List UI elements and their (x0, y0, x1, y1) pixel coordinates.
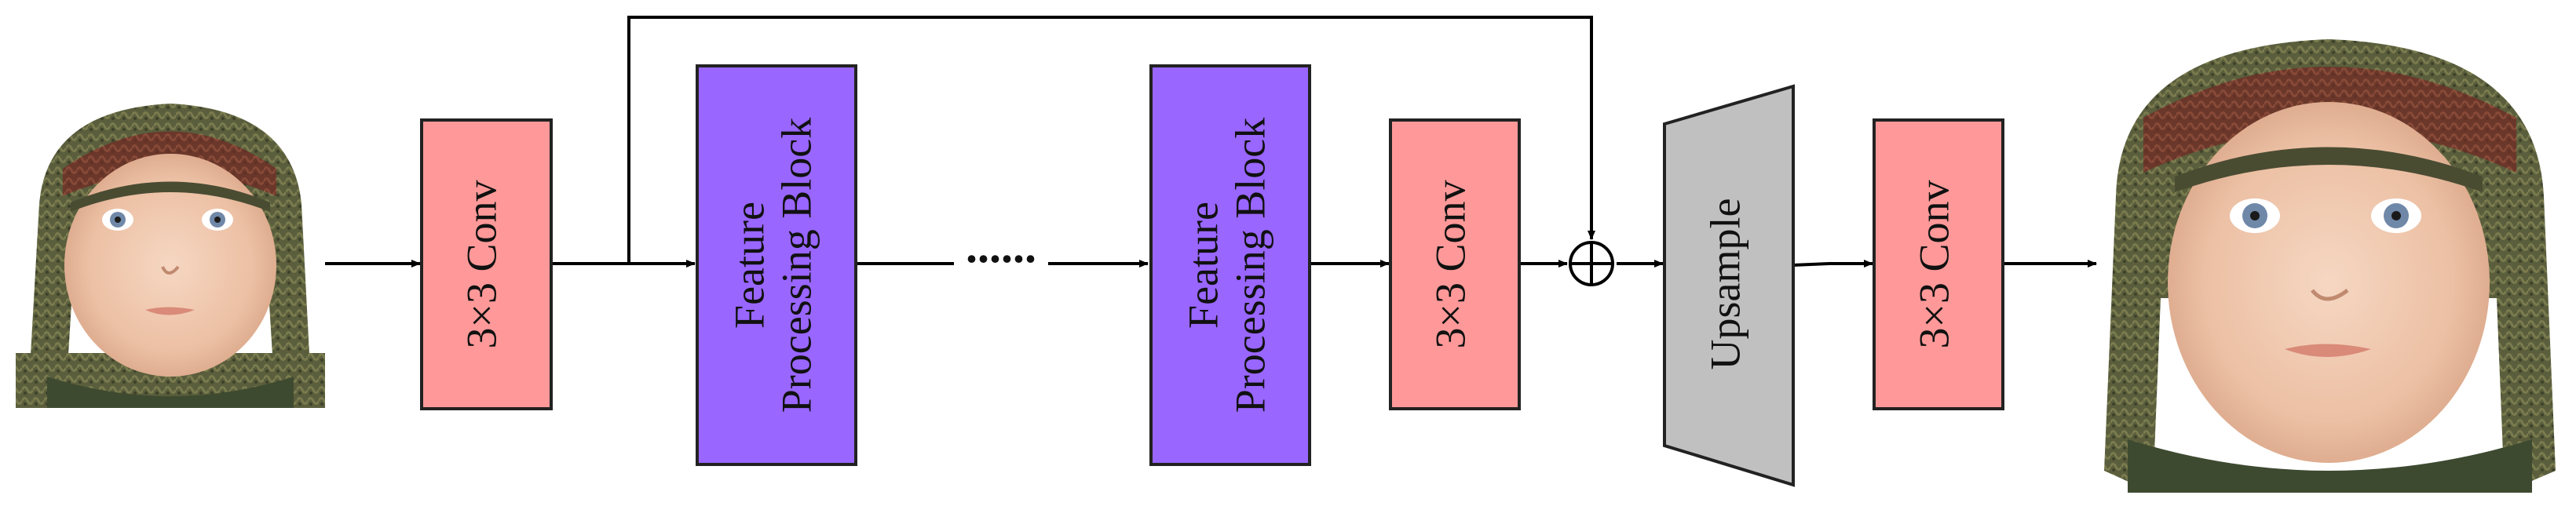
conv-block-first: 3×3 Conv (420, 118, 553, 410)
upsample-block: Upsample (1663, 84, 1795, 487)
arrow-upsample-to-conv (1792, 260, 1873, 268)
upsample-label: Upsample (1701, 198, 1748, 370)
skip-connection (627, 16, 1595, 264)
sum-node (1569, 241, 1614, 286)
feature-processing-block-last: Feature Processing Block (1149, 64, 1311, 466)
fpb-first-label-line1: Feature (725, 202, 773, 329)
conv-block-mid-label: 3×3 Conv (1427, 180, 1474, 349)
conv-block-last-label: 3×3 Conv (1910, 180, 1957, 349)
connectors (325, 16, 2097, 268)
fpb-first-label-line2: Processing Block (773, 118, 820, 413)
ellipsis-label: ...... (966, 220, 1036, 272)
conv-block-mid: 3×3 Conv (1389, 118, 1521, 410)
fpb-last-label-line1: Feature (1179, 202, 1226, 329)
feature-processing-block-first: Feature Processing Block (696, 64, 857, 466)
conv-block-first-label: 3×3 Conv (458, 180, 505, 349)
output-image (2100, 36, 2557, 493)
input-image (16, 104, 325, 408)
fpb-last-label-line2: Processing Block (1226, 118, 1273, 413)
conv-block-last: 3×3 Conv (1873, 118, 2004, 410)
